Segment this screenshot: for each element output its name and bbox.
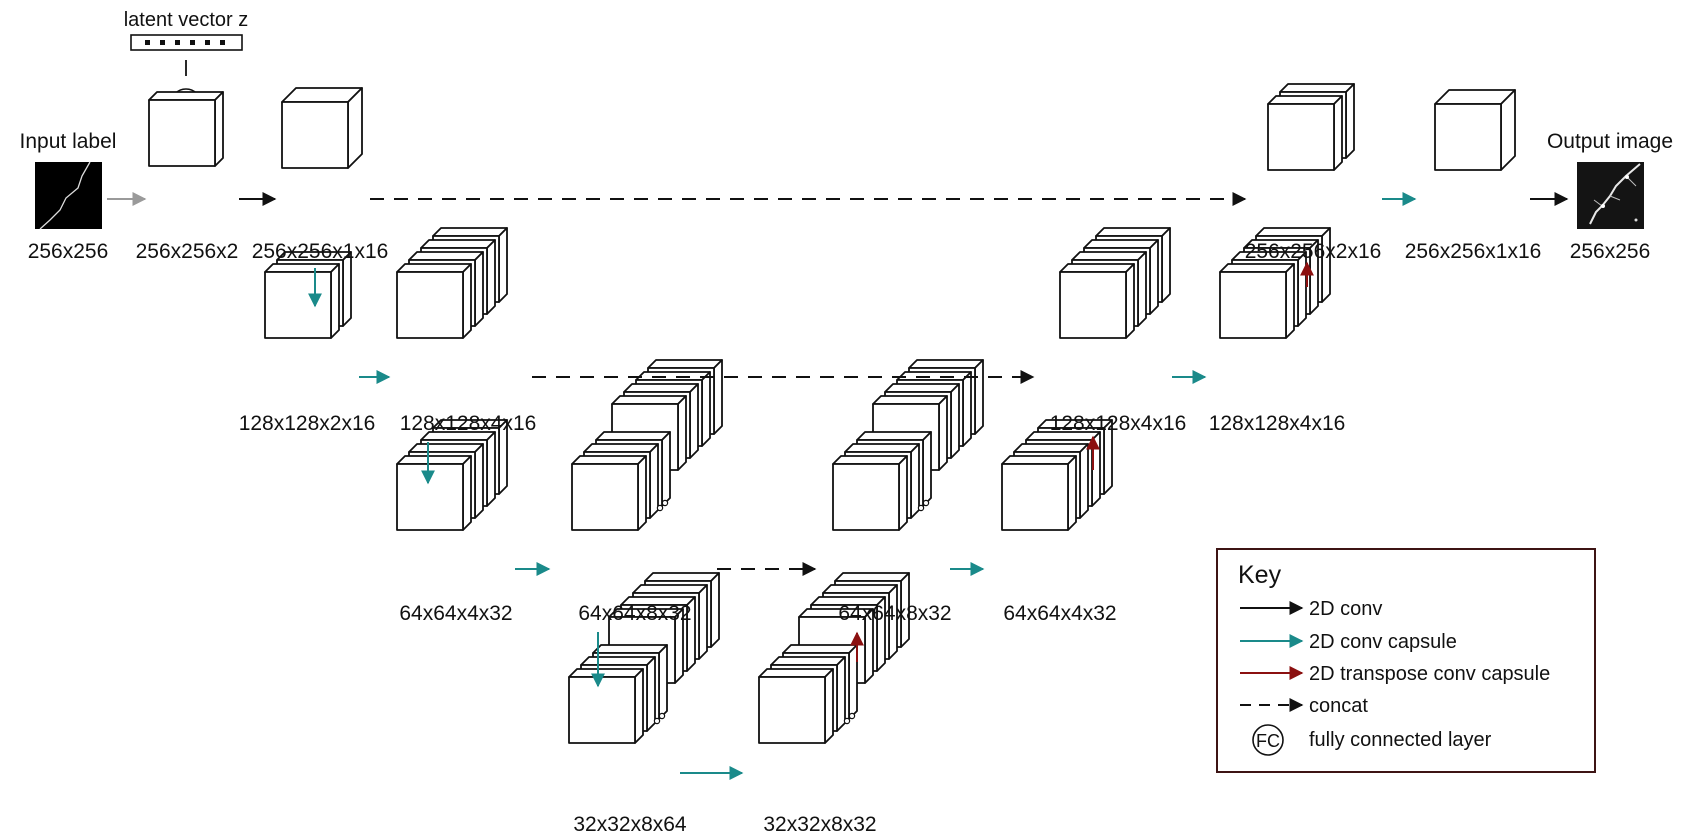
layer-label: 256x256x2x16 — [1245, 240, 1382, 263]
layer-64x64x8x32-decoder — [833, 360, 983, 530]
layer-label: 128x128x4x16 — [400, 412, 537, 435]
input-image — [35, 162, 102, 229]
key-item-fc: fully connected layer — [1309, 729, 1492, 751]
key-fc-label: FC — [1256, 731, 1280, 751]
input-label: Input label — [20, 130, 117, 153]
layer-label: 256x256 — [1570, 240, 1651, 263]
output-image — [1577, 162, 1644, 229]
key-title: Key — [1238, 561, 1282, 589]
key-item-capsule: 2D conv capsule — [1309, 631, 1457, 653]
output-label: Output image — [1547, 130, 1673, 153]
layer-256x256x1x16-decoder — [1435, 90, 1515, 170]
layer-256x256x2x16 — [1268, 84, 1354, 170]
layer-label: 256x256 — [28, 240, 109, 263]
key-box: Key 2D conv 2D conv capsule 2D transpose… — [1217, 549, 1595, 772]
layer-128x128x4x16-encoder — [397, 228, 507, 338]
layer-label: 64x64x4x32 — [399, 602, 512, 625]
layer-label: 256x256x1x16 — [1405, 240, 1542, 263]
layer-label: 128x128x4x16 — [1209, 412, 1346, 435]
key-item-transpose: 2D transpose conv capsule — [1309, 663, 1550, 685]
layer-256x256x1x16-encoder — [282, 88, 362, 168]
layer-32x32x8x64 — [569, 573, 719, 743]
layer-label: 64x64x8x32 — [578, 602, 691, 625]
layer-label: 128x128x2x16 — [239, 412, 376, 435]
key-item-concat: concat — [1309, 695, 1368, 717]
layer-label: 64x64x8x32 — [838, 602, 951, 625]
layer-64x64x4x32-encoder — [397, 420, 507, 530]
layer-128x128x2x16 — [265, 252, 351, 338]
layer-label: 256x256x1x16 — [252, 240, 389, 263]
layer-label: 32x32x8x64 — [573, 813, 687, 835]
layer-256x256x2 — [149, 92, 223, 166]
layer-label: 256x256x2 — [136, 240, 239, 263]
latent-vector-label: latent vector z — [124, 9, 249, 31]
layer-32x32x8x32 — [759, 573, 909, 743]
layer-label: 32x32x8x32 — [763, 813, 876, 835]
layer-128x128x4x16-decoder-a — [1060, 228, 1170, 338]
layer-64x64x8x32-encoder — [572, 360, 722, 530]
layer-label: 128x128x4x16 — [1050, 412, 1187, 435]
layer-label: 64x64x4x32 — [1003, 602, 1116, 625]
key-item-conv: 2D conv — [1309, 598, 1382, 620]
layer-64x64x4x32-decoder — [1002, 420, 1112, 530]
